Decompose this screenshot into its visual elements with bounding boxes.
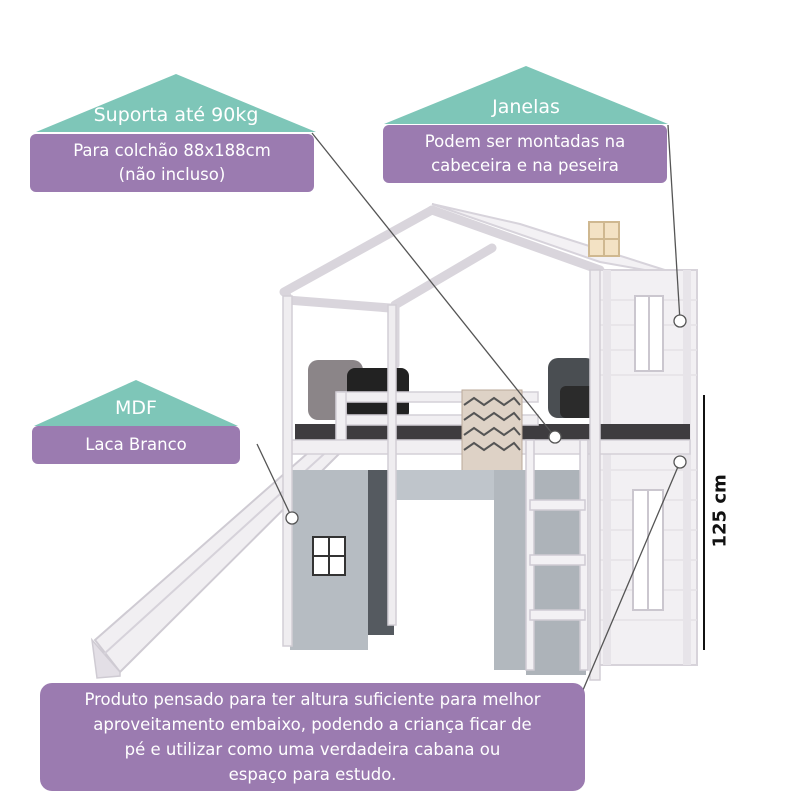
ladder <box>525 439 589 671</box>
description-line-1: Produto pensado para ter altura suficien… <box>84 690 541 709</box>
callout-windows-title: Janelas <box>492 96 560 118</box>
callout-material-title: MDF <box>115 397 157 419</box>
roof-board <box>431 203 691 279</box>
description-box: Produto pensado para ter altura suficien… <box>40 683 585 791</box>
roof-header-windows <box>384 66 668 124</box>
callout-windows-line-2: cabeceira e na peseira <box>431 156 619 175</box>
blanket <box>461 389 523 486</box>
callout-material-line-1: Laca Branco <box>85 435 187 454</box>
callout-windows-line-1: Podem ser montadas na <box>424 132 626 151</box>
description-line-3: pé e utilizar como uma verdadeira cabana… <box>124 740 501 759</box>
description-line-2: aproveitamento embaixo, podendo a crianç… <box>93 715 532 734</box>
callout-windows-box: Podem ser montadas na cabeceira e na pes… <box>383 125 667 183</box>
callout-weight-title: Suporta até 90kg <box>93 104 259 126</box>
callout-weight-box: Para colchão 88x188cm (não incluso) <box>30 134 314 192</box>
callout-material-box: Laca Branco <box>32 426 240 464</box>
chimney-window <box>588 221 620 257</box>
callout-weight-line-1: Para colchão 88x188cm <box>73 141 271 160</box>
callout-weight-line-2: (não incluso) <box>118 165 226 184</box>
roof-header-material <box>34 380 238 426</box>
leader-lines <box>256 124 687 691</box>
description-line-4: espaço para estudo. <box>228 765 397 784</box>
pillows <box>308 358 600 420</box>
height-dimension-label: 125 cm <box>709 474 731 548</box>
roof-header-weight <box>36 74 316 132</box>
frame-posts <box>282 269 601 681</box>
